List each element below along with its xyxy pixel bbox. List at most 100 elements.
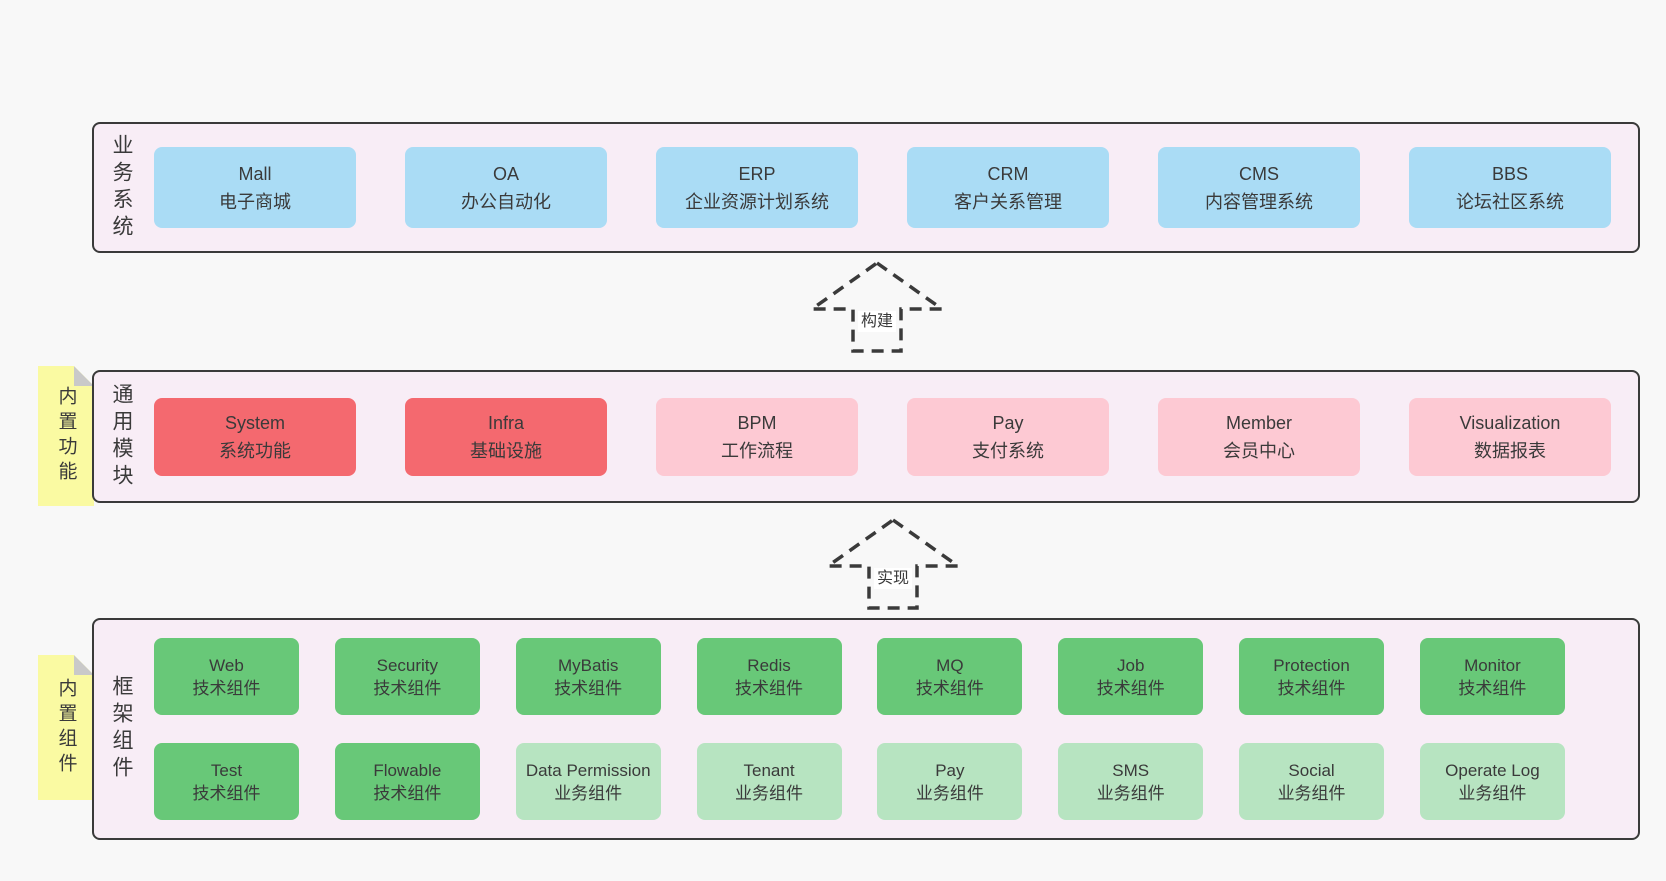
node-title: Visualization xyxy=(1459,412,1561,433)
sticky-label: 内置功能 xyxy=(55,386,77,486)
band-common-modules: 通用模块 System 系统功能 Infra 基础设施 BPM 工作流程 Pay… xyxy=(92,370,1640,503)
node-subtitle: 企业资源计划系统 xyxy=(685,191,829,212)
node-title: BBS xyxy=(1491,163,1529,184)
node-subtitle: 技术组件 xyxy=(192,783,261,803)
node-subtitle: 业务组件 xyxy=(1458,783,1527,803)
node-visualization: Visualization 数据报表 xyxy=(1409,397,1611,476)
node-subtitle: 论坛社区系统 xyxy=(1456,191,1564,212)
node-security: Security 技术组件 xyxy=(334,638,480,715)
node-subtitle: 数据报表 xyxy=(1474,440,1546,461)
node-title: Protection xyxy=(1273,655,1350,675)
node-member: Member 会员中心 xyxy=(1158,397,1360,476)
node-test: Test 技术组件 xyxy=(154,743,299,820)
node-web: Web 技术组件 xyxy=(154,638,299,715)
node-subtitle: 客户关系管理 xyxy=(954,191,1062,212)
band-label: 框架组件 xyxy=(110,675,133,783)
node-oa: OA 办公自动化 xyxy=(405,147,607,228)
node-title: Security xyxy=(376,655,439,675)
node-social: Social 业务组件 xyxy=(1239,743,1385,820)
node-subtitle: 业务组件 xyxy=(735,783,804,803)
node-subtitle: 电子商城 xyxy=(219,191,291,212)
node-title: MQ xyxy=(936,655,964,675)
node-subtitle: 业务组件 xyxy=(1277,783,1346,803)
node-title: BPM xyxy=(737,412,777,433)
node-title: Social xyxy=(1288,760,1335,780)
node-subtitle: 基础设施 xyxy=(470,440,542,461)
arrow-build: 构建 xyxy=(809,260,945,354)
node-crm: CRM 客户关系管理 xyxy=(907,147,1109,228)
arrow-label: 构建 xyxy=(857,311,897,332)
node-subtitle: 业务组件 xyxy=(1096,783,1165,803)
node-subtitle: 技术组件 xyxy=(735,678,804,698)
sticky-fold-icon xyxy=(74,655,94,675)
node-subtitle: 支付系统 xyxy=(972,440,1044,461)
node-title: Data Permission xyxy=(525,760,651,780)
node-subtitle: 系统功能 xyxy=(219,440,291,461)
node-subtitle: 技术组件 xyxy=(1458,678,1527,698)
arrow-label: 实现 xyxy=(873,568,913,589)
node-title: Monitor xyxy=(1464,655,1521,675)
node-subtitle: 技术组件 xyxy=(554,678,623,698)
node-protection: Protection 技术组件 xyxy=(1239,638,1385,715)
node-cms: CMS 内容管理系统 xyxy=(1158,147,1360,228)
node-subtitle: 业务组件 xyxy=(915,783,984,803)
sticky-note-built-in-features: 内置功能 xyxy=(38,366,94,506)
band-business-systems: 业务系统 Mall 电子商城 OA 办公自动化 ERP 企业资源计划系统 CRM… xyxy=(92,122,1640,253)
node-infra: Infra 基础设施 xyxy=(405,397,607,476)
node-mall: Mall 电子商城 xyxy=(154,147,356,228)
band-framework-components: 框架组件 Web 技术组件 Security 技术组件 MyBatis 技术组件… xyxy=(92,618,1640,840)
node-mybatis: MyBatis 技术组件 xyxy=(515,638,661,715)
node-title: Tenant xyxy=(743,760,795,780)
node-subtitle: 技术组件 xyxy=(373,678,442,698)
node-bpm: BPM 工作流程 xyxy=(656,397,858,476)
node-title: Mall xyxy=(238,163,272,184)
node-subtitle: 会员中心 xyxy=(1223,440,1295,461)
band-label: 业务系统 xyxy=(110,133,133,242)
node-subtitle: 技术组件 xyxy=(192,678,261,698)
node-subtitle: 工作流程 xyxy=(721,440,793,461)
node-title: Redis xyxy=(747,655,791,675)
node-subtitle: 业务组件 xyxy=(554,783,623,803)
node-subtitle: 办公自动化 xyxy=(461,191,551,212)
band-boxes: System 系统功能 Infra 基础设施 BPM 工作流程 Pay 支付系统… xyxy=(154,372,1611,501)
node-title: SMS xyxy=(1112,760,1150,780)
node-bbs: BBS 论坛社区系统 xyxy=(1409,147,1611,228)
node-erp: ERP 企业资源计划系统 xyxy=(656,147,858,228)
node-title: Pay xyxy=(935,760,965,780)
node-sms: SMS 业务组件 xyxy=(1058,743,1204,820)
node-pay: Pay 支付系统 xyxy=(907,397,1109,476)
node-data-permission: Data Permission 业务组件 xyxy=(515,743,661,820)
node-title: CMS xyxy=(1239,163,1279,184)
node-title: Member xyxy=(1225,412,1292,433)
node-subtitle: 技术组件 xyxy=(1096,678,1165,698)
node-operate-log: Operate Log 业务组件 xyxy=(1419,743,1565,820)
node-subtitle: 技术组件 xyxy=(1277,678,1346,698)
node-monitor: Monitor 技术组件 xyxy=(1419,638,1565,715)
node-subtitle: 内容管理系统 xyxy=(1205,191,1313,212)
node-subtitle: 技术组件 xyxy=(915,678,984,698)
sticky-label: 内置组件 xyxy=(55,677,77,778)
node-title: Web xyxy=(209,655,244,675)
node-mq: MQ 技术组件 xyxy=(877,638,1023,715)
node-redis: Redis 技术组件 xyxy=(696,638,842,715)
band-label: 通用模块 xyxy=(110,382,133,491)
arrow-implement: 实现 xyxy=(825,517,961,611)
node-pay-business: Pay 业务组件 xyxy=(877,743,1023,820)
node-tenant: Tenant 业务组件 xyxy=(696,743,842,820)
node-title: System xyxy=(224,412,285,433)
node-title: Job xyxy=(1117,655,1145,675)
node-title: MyBatis xyxy=(557,655,619,675)
node-title: CRM xyxy=(987,163,1029,184)
band-boxes: Mall 电子商城 OA 办公自动化 ERP 企业资源计划系统 CRM 客户关系… xyxy=(154,124,1611,251)
node-title: Flowable xyxy=(373,760,442,780)
node-title: Infra xyxy=(487,412,525,433)
node-title: ERP xyxy=(738,163,776,184)
node-job: Job 技术组件 xyxy=(1058,638,1204,715)
dashed-up-arrow-icon xyxy=(825,517,961,610)
sticky-fold-icon xyxy=(74,366,94,386)
framework-row-1: Web 技术组件 Security 技术组件 MyBatis 技术组件 Redi… xyxy=(154,638,1565,715)
node-title: Operate Log xyxy=(1445,760,1540,780)
node-title: Test xyxy=(210,760,243,780)
framework-row-2: Test 技术组件 Flowable 技术组件 Data Permission … xyxy=(154,743,1565,820)
